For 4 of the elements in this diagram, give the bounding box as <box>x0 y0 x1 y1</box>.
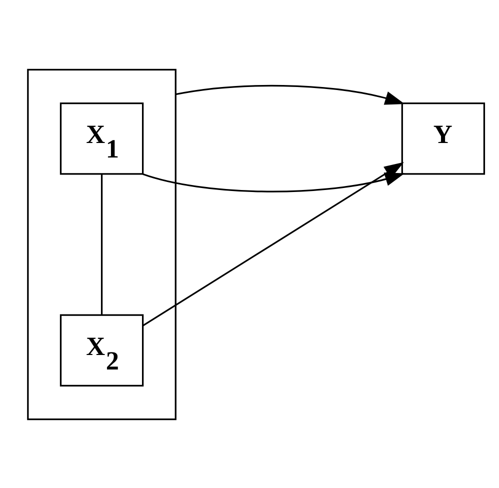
connector <box>100 174 103 314</box>
node-box: Y <box>401 102 486 174</box>
arrow <box>176 84 405 104</box>
cluster <box>27 68 176 420</box>
